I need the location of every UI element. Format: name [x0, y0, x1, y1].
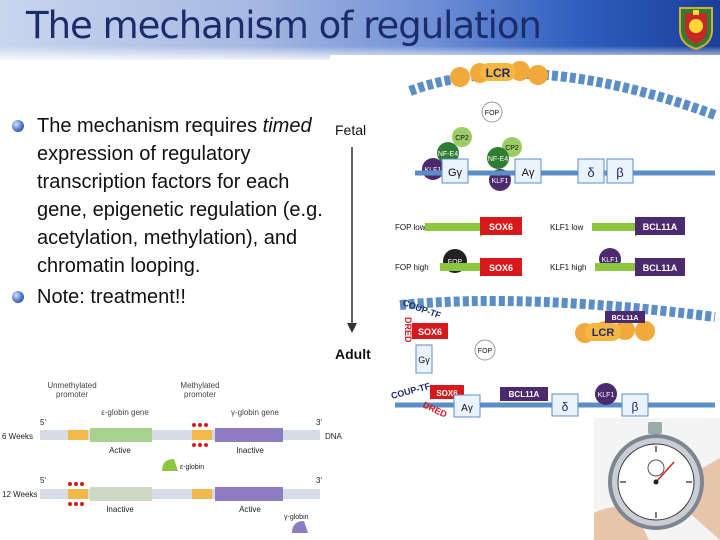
stopwatch-photo: [594, 418, 720, 540]
time-arrow-icon: [347, 323, 357, 333]
bullet-mechanism: The mechanism requires timed expression …: [10, 112, 332, 280]
g-gamma-gene-lower: Gγ: [418, 355, 430, 365]
beta-gene-lower: β: [632, 400, 639, 414]
bcl11a-label-2: BCL11A: [643, 263, 678, 273]
bullet-icon: [12, 120, 24, 132]
klf1-high-label: KLF1 high: [550, 263, 586, 272]
delta-gene-lower: δ: [562, 400, 569, 414]
epsilon-gene-label: ε-globin gene: [101, 408, 149, 417]
methyl-marks-1: [192, 423, 208, 447]
bcl11a-label-3: BCL11A: [612, 315, 639, 322]
unmethylated-label: Unmethylated: [47, 381, 96, 390]
slide-title: The mechanism of regulation: [26, 4, 542, 47]
lcr-label-lower: LCR: [592, 327, 615, 339]
bullet-text-part1: The mechanism requires: [37, 115, 263, 137]
active-label-1: Active: [109, 446, 131, 455]
bullet-note: Note: treatment!!: [10, 283, 332, 311]
bullet-list: The mechanism requires timed expression …: [10, 112, 332, 311]
klf1-label-2: KLF1: [492, 178, 509, 185]
adult-label: Adult: [335, 346, 371, 362]
methylation-diagram: Unmethylated promoter Methylated promote…: [2, 381, 343, 533]
cp2-label-1: CP2: [455, 135, 469, 142]
fop-label-lower: FOP: [478, 348, 493, 355]
bullet-text-note: Note: treatment!!: [37, 286, 186, 308]
inactive-label-2: Inactive: [106, 505, 134, 514]
twelve-weeks-label: 12 Weeks: [2, 490, 37, 499]
fop-high-label: FOP high: [395, 263, 429, 272]
fop-label-dark: FOP: [448, 259, 463, 266]
inactive-label-1: Inactive: [236, 446, 264, 455]
dred-label-1: DRED: [403, 317, 413, 343]
klf1-low-label: KLF1 low: [550, 223, 584, 232]
lcr-label-upper: LCR: [486, 66, 511, 80]
globin-regulation-diagram: LCR Fetal Adult FOP CP2 CP2 NF-E4 NF-E4 …: [330, 55, 720, 425]
university-logo-icon: [679, 7, 713, 50]
three-prime-2: 3': [316, 476, 322, 485]
a-gamma-gene: Aγ: [522, 167, 535, 179]
three-prime-1: 3': [316, 418, 322, 427]
bullet-text-part2: expression of regulatory transcription f…: [37, 143, 323, 277]
fetal-label: Fetal: [335, 122, 366, 138]
six-weeks-label: 6 Weeks: [2, 432, 33, 441]
sox6-label-2: SOX6: [489, 263, 513, 273]
gamma-globin-label: γ-globin: [284, 514, 309, 521]
cp2-label-2: CP2: [505, 145, 519, 152]
beta-gene: β: [616, 165, 623, 180]
sox6-label-1: SOX6: [489, 222, 513, 232]
sox6-label-3: SOX6: [418, 327, 442, 337]
bcl11a-label-4: BCL11A: [509, 390, 540, 399]
epsilon-globin-label: ε-globin: [180, 464, 204, 471]
sox6-label-4: SOX6: [436, 389, 458, 398]
active-label-2: Active: [239, 505, 261, 514]
nfe4-label-2: NF-E4: [488, 156, 508, 163]
methylated-promoter-label: promoter: [184, 390, 216, 399]
stopwatch-icon: [594, 418, 720, 540]
bullet-icon: [12, 291, 24, 303]
bcl11a-label-1: BCL11A: [643, 222, 678, 232]
g-gamma-gene: Gγ: [448, 167, 463, 179]
klf1-label-4: KLF1: [598, 392, 615, 399]
fop-low-label: FOP low: [395, 223, 426, 232]
a-gamma-gene-lower: Aγ: [461, 403, 473, 414]
nfe4-label-1: NF-E4: [438, 151, 458, 158]
dna-label: DNA: [325, 432, 343, 441]
five-prime-2: 5': [40, 476, 46, 485]
methyl-marks-2: [68, 482, 84, 506]
methylated-label: Methylated: [180, 381, 219, 390]
unmethylated-promoter-label: promoter: [56, 390, 88, 399]
bullet-text-emphasis: timed: [262, 115, 312, 137]
five-prime-1: 5': [40, 418, 46, 427]
fop-label-upper: FOP: [485, 110, 500, 117]
gamma-gene-label: γ-globin gene: [231, 408, 280, 417]
delta-gene: δ: [587, 165, 594, 180]
klf1-label-3: KLF1: [602, 257, 619, 264]
